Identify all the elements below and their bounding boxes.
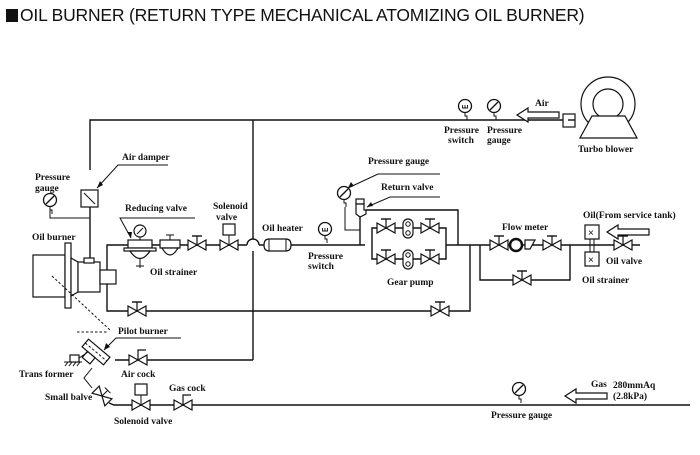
pressure-gauge-gas-icon: [511, 381, 527, 404]
solenoid-valve-icon: [219, 223, 239, 252]
label-pressure-gauge-mid: Pressure gauge: [368, 157, 429, 167]
label-small-valve: Small balve: [45, 393, 92, 403]
air-arrow-icon: [515, 106, 560, 124]
label-oil-source: Oil(From service tank): [583, 210, 676, 221]
label-oil-burner: Oil burner: [32, 233, 76, 243]
label-gas-pressure-1: 280mmAq: [613, 381, 656, 391]
pressure-gauge-top-icon: [486, 98, 502, 121]
flow-meter-inlet-valve-icon: [489, 235, 509, 251]
pressure-switch-top-icon: [457, 98, 473, 121]
air-cock-icon: [128, 349, 148, 366]
turbo-blower-icon: [562, 76, 639, 139]
label-flow-meter: Flow meter: [502, 223, 549, 233]
gear-pump-valve-4-icon: [420, 249, 440, 265]
label-solenoid-valve-gas: Solenoid valve: [114, 417, 172, 427]
return-line-valve-icon: [430, 301, 450, 317]
gear-pump-valve-1-icon: [376, 218, 396, 234]
flow-meter-bypass-valve-icon: [512, 270, 532, 286]
gear-pump-lower-icon: [402, 249, 414, 270]
label-reducing-valve: Reducing valve: [125, 204, 187, 214]
label-gas-cock: Gas cock: [169, 384, 206, 394]
air-damper-icon: [80, 189, 99, 208]
label-air-cock: Air cock: [121, 370, 156, 380]
label-gas-pressure-2: (2.8kPa): [613, 391, 647, 402]
flow-meter-outlet-valve-icon: [542, 235, 562, 251]
label-pressure-gauge-left-2: gauge: [35, 184, 59, 194]
label-gear-pump: Gear pump: [387, 278, 434, 288]
oil-burner-icon: [32, 242, 117, 309]
label-oil-valve: Oil valve: [606, 257, 642, 267]
label-gas: Gas: [591, 380, 607, 390]
title-bullet-square: [6, 9, 18, 22]
label-oil-strainer-left: Oil strainer: [150, 268, 198, 278]
label-oil-heater: Oil heater: [262, 224, 304, 234]
pilot-burner-icon: [81, 338, 111, 366]
gear-pump-valve-3-icon: [376, 249, 396, 265]
burner-return-valve-icon: [127, 301, 147, 317]
label-pressure-gauge-gas: Pressure gauge: [491, 411, 552, 421]
flow-meter-icon: [508, 237, 537, 253]
oil-inlet-arrow-icon: [605, 223, 650, 241]
oil-strainer-left-icon: [159, 234, 181, 256]
label-pressure-gauge-top-2: gauge: [487, 136, 511, 146]
return-valve-icon: [355, 198, 367, 218]
label-air: Air: [535, 99, 550, 109]
label-trans-former: Trans former: [19, 370, 74, 380]
label-solenoid-valve-1: Solenoid: [213, 202, 249, 212]
label-pilot-burner: Pilot burner: [118, 327, 169, 337]
small-valve-icon: [90, 384, 114, 408]
label-pressure-gauge-top-1: Pressure: [487, 126, 522, 136]
label-pressure-gauge-left-1: Pressure: [35, 173, 70, 183]
solenoid-valve-gas-icon: [131, 383, 151, 412]
pressure-switch-mid-icon: [317, 221, 333, 244]
shutoff-valve-icon: [187, 235, 207, 251]
title-text: OIL BURNER (RETURN TYPE MECHANICAL ATOMI…: [20, 5, 585, 25]
svg-text:×: ×: [588, 228, 594, 239]
reducing-valve-icon: [123, 224, 157, 268]
label-pressure-switch-mid-1: Pressure: [308, 252, 343, 262]
label-turbo-blower: Turbo blower: [578, 145, 634, 155]
label-return-valve: Return valve: [381, 183, 434, 193]
pressure-gauge-mid-icon: [336, 185, 352, 208]
label-pressure-switch-top-2: switch: [448, 136, 475, 146]
transformer-icon: [64, 351, 89, 367]
label-solenoid-valve-2: valve: [216, 213, 237, 223]
gas-arrow-icon: [563, 387, 608, 405]
gas-cock-icon: [173, 394, 193, 411]
oil-heater-icon: [263, 238, 292, 252]
label-air-damper: Air damper: [122, 153, 170, 163]
svg-text:×: ×: [588, 255, 594, 266]
diagram-title: OIL BURNER (RETURN TYPE MECHANICAL ATOMI…: [6, 5, 585, 26]
gear-pump-valve-2-icon: [420, 218, 440, 234]
gear-pump-upper-icon: [402, 218, 414, 239]
label-pressure-switch-mid-2: switch: [308, 262, 335, 272]
label-oil-strainer-right: Oil strainer: [582, 276, 630, 286]
label-pressure-switch-top-1: Pressure: [444, 126, 479, 136]
